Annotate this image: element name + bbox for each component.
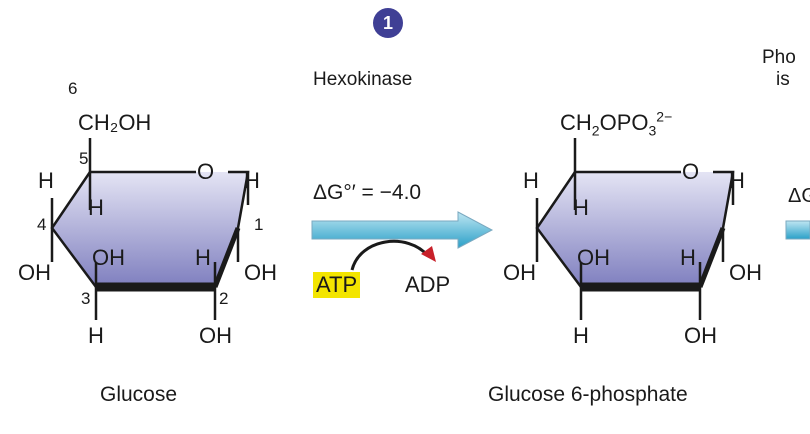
- glucose-c4-oh: OH: [18, 260, 51, 285]
- glucose-ring: [50, 138, 250, 320]
- glucose-c1-number: 1: [254, 215, 264, 234]
- next-enzyme-label-part2: is: [776, 69, 790, 90]
- delta-g-label: ΔG°′ = −4.0: [313, 181, 422, 204]
- g6p-c4-oh: OH: [503, 260, 536, 285]
- atp-label: ATP: [313, 272, 361, 298]
- glucose-c2-number: 2: [219, 289, 229, 308]
- glucose-name: Glucose: [100, 383, 178, 406]
- g6p-c3-oh: OH: [577, 245, 610, 270]
- next-delta-g-label: ΔG: [788, 185, 810, 207]
- glucose-c4-h-top: H: [38, 168, 54, 193]
- glucose-c3-h: H: [88, 323, 104, 348]
- glucose-c4-number: 4: [37, 215, 47, 234]
- g6p-ring: [535, 138, 735, 320]
- g6p-c6-opo: OPO: [599, 110, 649, 135]
- glucose-c5-number: 5: [79, 149, 89, 168]
- g6p-c6-group: CH2OPO32−: [560, 108, 673, 138]
- glucose-c1-h: H: [244, 168, 260, 193]
- next-reaction-arrow: [785, 220, 810, 240]
- g6p-name: Glucose 6-phosphate: [488, 383, 688, 406]
- glucose-c1-oh: OH: [244, 260, 277, 285]
- g6p-c5-h-inner: H: [573, 195, 589, 220]
- g6p-c1-oh: OH: [729, 260, 762, 285]
- glucose-c2-oh: OH: [199, 323, 232, 348]
- g6p-c6-charge: 2−: [656, 108, 673, 125]
- g6p-c3-h: H: [573, 323, 589, 348]
- glucose-ring-oxygen: O: [197, 159, 215, 184]
- atp-adp-curved-arrow: [350, 239, 436, 271]
- enzyme-label: Hexokinase: [313, 69, 413, 90]
- adp-label: ADP: [405, 272, 451, 297]
- g6p-c6-sub: 2: [591, 122, 600, 139]
- g6p-c6-ch: CH: [560, 110, 592, 135]
- glucose-c6-number: 6: [68, 79, 78, 98]
- glucose-c3-oh: OH: [92, 245, 125, 270]
- glucose-c6-group: CH₂OH: [78, 110, 152, 135]
- g6p-c2-h: H: [680, 245, 696, 270]
- glucose-c5-h-inner: H: [88, 195, 104, 220]
- glucose-c2-h: H: [195, 245, 211, 270]
- reaction-arrow: [311, 211, 494, 249]
- step-number-badge: 1: [373, 8, 403, 38]
- glucose-c3-number: 3: [81, 289, 91, 308]
- g6p-ring-oxygen: O: [682, 159, 700, 184]
- g6p-c2-oh: OH: [684, 323, 717, 348]
- g6p-c4-h-top: H: [523, 168, 539, 193]
- g6p-c6-sub3: 3: [648, 122, 657, 139]
- next-enzyme-label-part1: Pho: [762, 47, 796, 68]
- g6p-c1-h: H: [729, 168, 745, 193]
